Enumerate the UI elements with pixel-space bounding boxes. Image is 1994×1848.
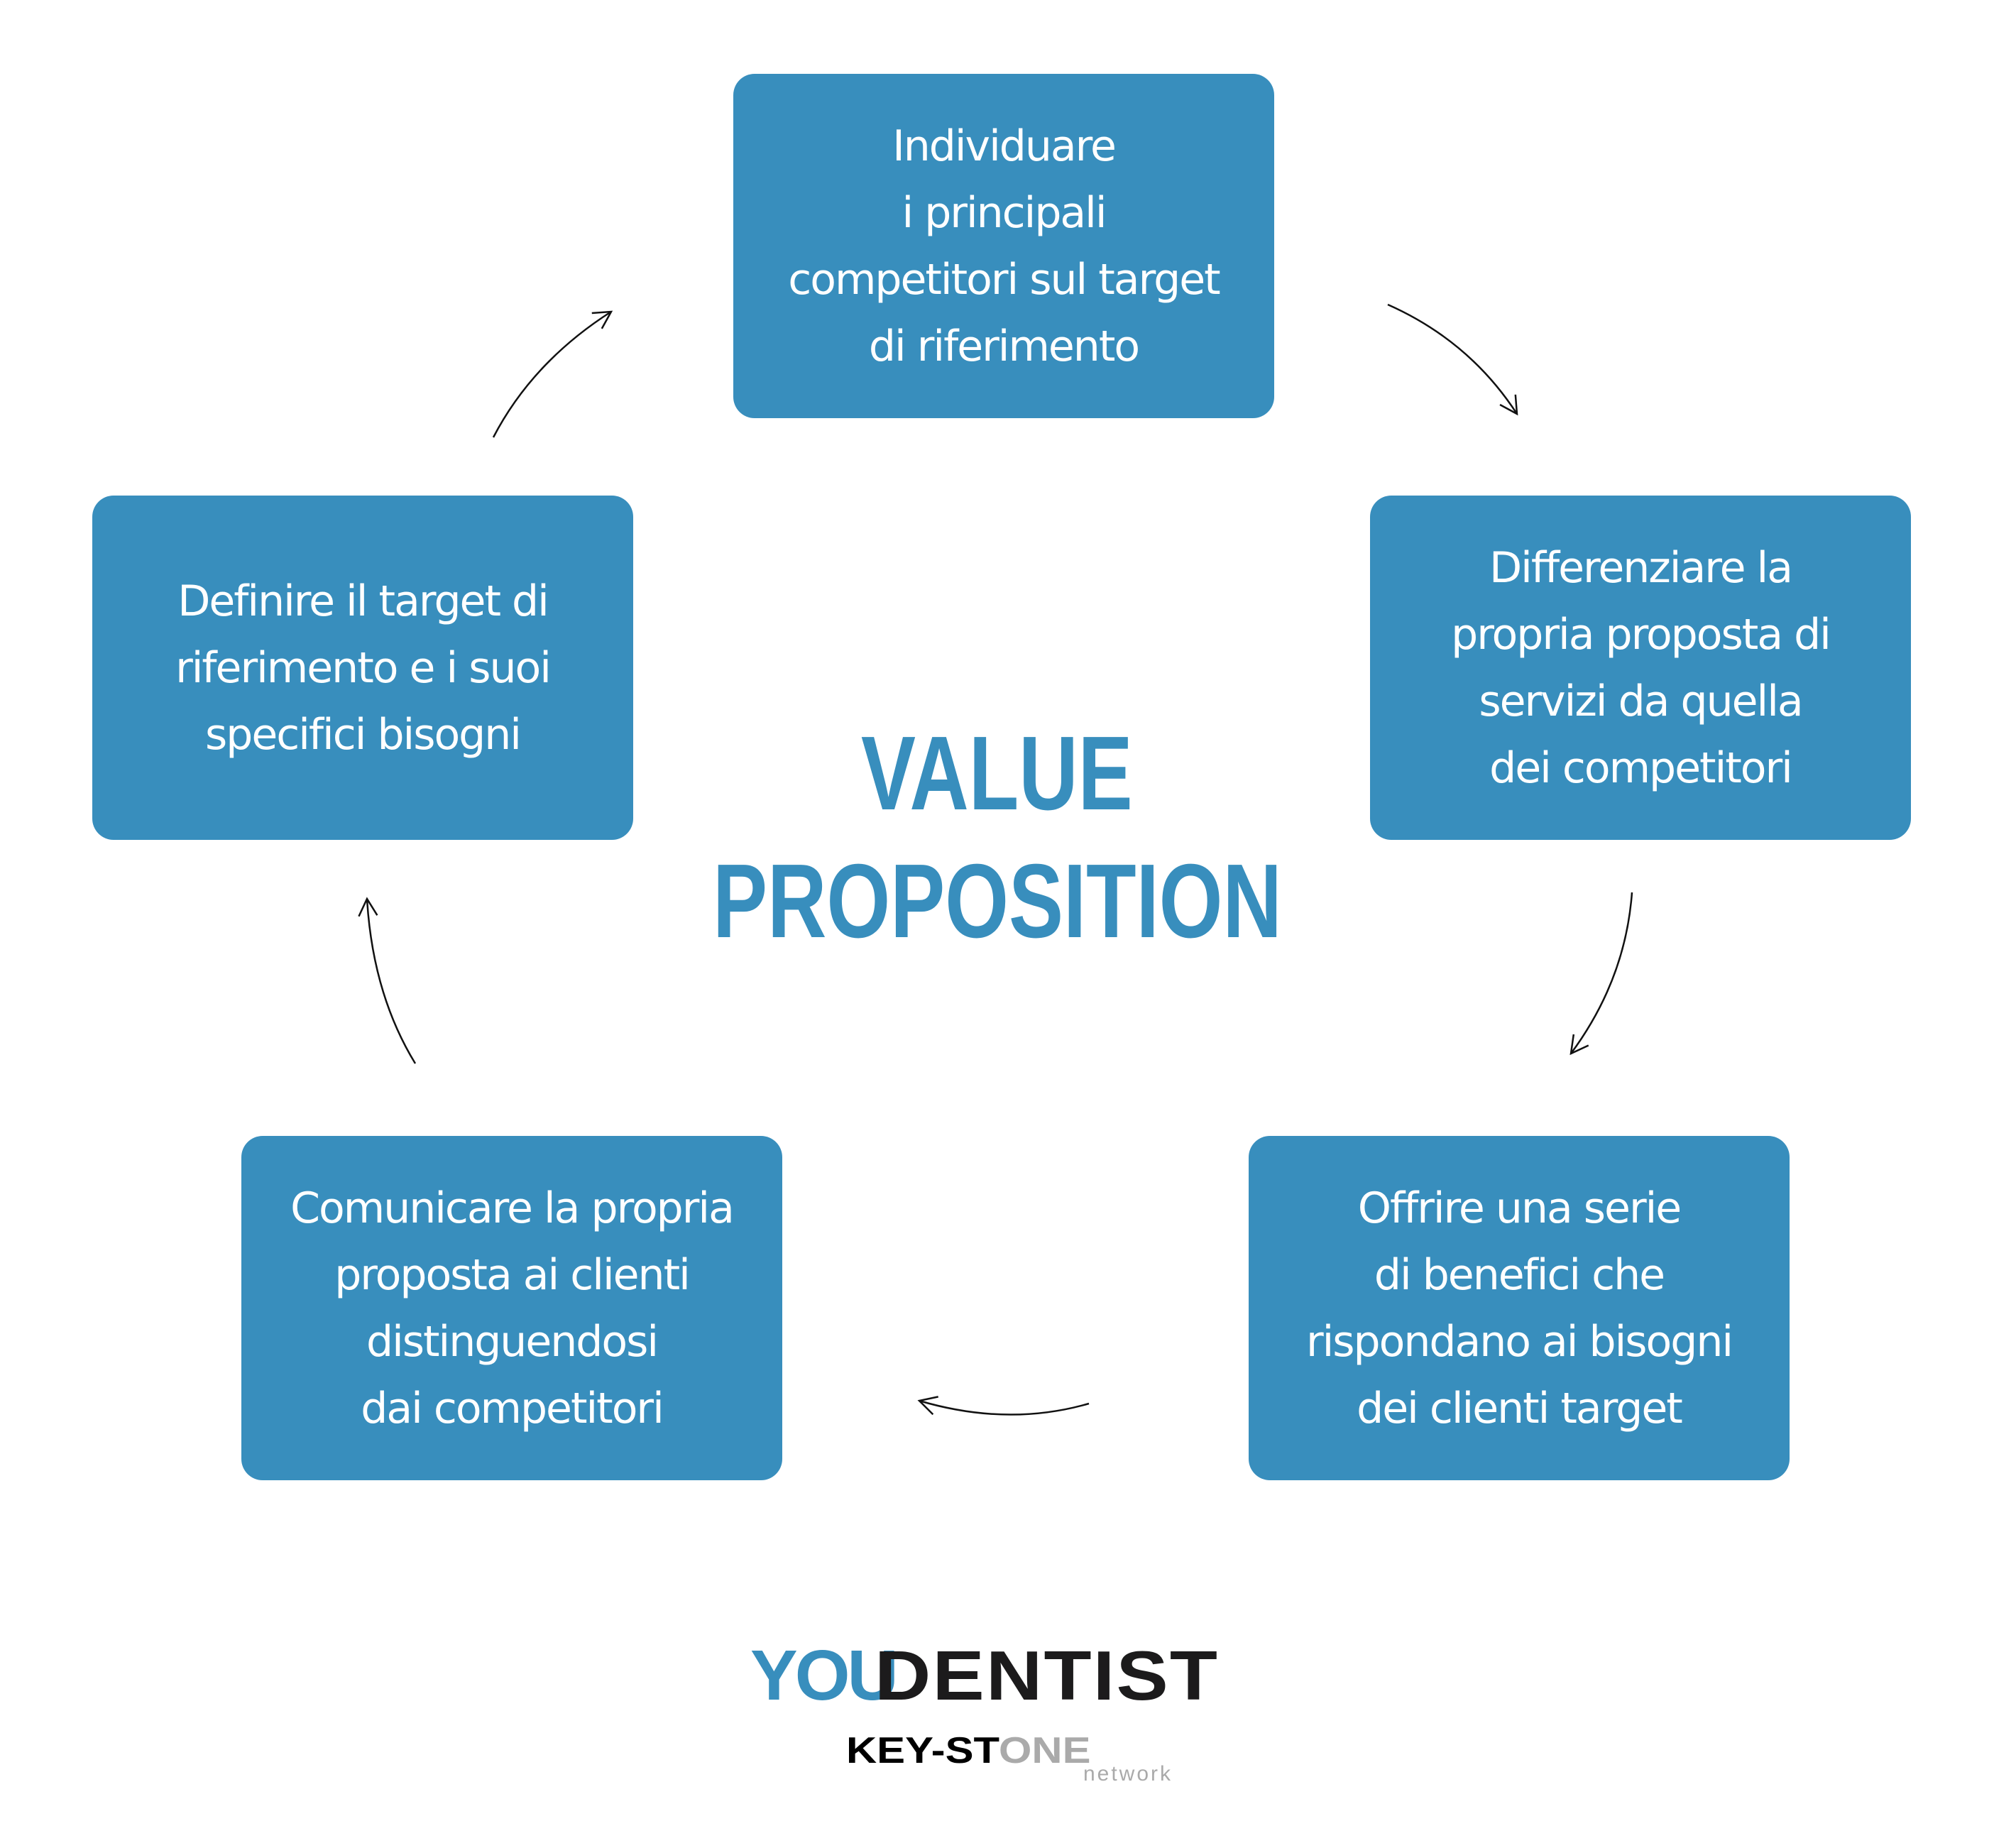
logo-dentist: DENTIST xyxy=(875,1636,1220,1715)
step-box-offer-benefits: Offrire una serie di benefici che rispon… xyxy=(1249,1136,1790,1480)
center-title-line1: VALUE xyxy=(0,721,1994,827)
step-box-communicate: Comunicare la propria proposta ai client… xyxy=(241,1136,782,1480)
logo-keystone: KEY-STONE xyxy=(846,1732,1090,1769)
arrow-icon xyxy=(492,310,613,438)
youdentist-logo: YOU DENTIST xyxy=(750,1619,1261,1711)
title-text: PROPOSITION xyxy=(712,843,1282,960)
keystone-logo: KEY-STONE network xyxy=(846,1732,1173,1789)
arrow-icon xyxy=(917,1396,1090,1416)
step-text: Definire il target di riferimento e i su… xyxy=(175,576,552,760)
logo-you: YOU xyxy=(750,1636,899,1715)
step-box-differentiate: Differenziare la propria proposta di ser… xyxy=(1370,496,1911,840)
logo-keyst: KEY-ST xyxy=(846,1730,999,1771)
step-text: Differenziare la propria proposta di ser… xyxy=(1451,542,1831,793)
center-title-line2: PROPOSITION xyxy=(0,848,1994,955)
title-text: VALUE xyxy=(861,715,1133,832)
step-box-define-target: Definire il target di riferimento e i su… xyxy=(92,496,633,840)
step-text: Individuare i principali competitori sul… xyxy=(788,121,1220,371)
arrow-icon xyxy=(1570,892,1633,1056)
step-text: Offrire una serie di benefici che rispon… xyxy=(1305,1183,1733,1433)
logo-network: network xyxy=(1083,1762,1173,1786)
step-text: Comunicare la propria proposta ai client… xyxy=(290,1183,735,1433)
logo-one: ONE xyxy=(998,1730,1091,1771)
arrow-icon xyxy=(1387,303,1518,416)
arrow-icon xyxy=(358,897,417,1064)
step-box-identify-competitors: Individuare i principali competitori sul… xyxy=(733,74,1274,418)
